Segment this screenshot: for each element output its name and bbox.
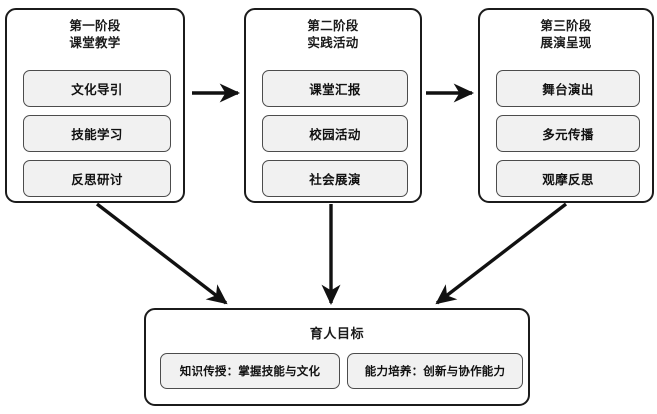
stage-3-subheading: 展演呈现	[540, 35, 592, 50]
stage-3-item-2-label: 多元传播	[542, 127, 594, 142]
stage-2-item-1-label: 课堂汇报	[309, 82, 361, 97]
stage-2-item-2[interactable]: 校园活动	[262, 115, 408, 152]
stage-1-subheading: 课堂教学	[69, 35, 121, 50]
stage-3-item-2[interactable]: 多元传播	[496, 115, 640, 152]
goal-item-2[interactable]: 能力培养：创新与协作能力	[347, 353, 523, 389]
stage-1-item-2-label: 技能学习	[71, 127, 123, 142]
stage-1-header: 第一阶段 课堂教学	[7, 17, 183, 51]
arrow-stage1-to-goal	[95, 202, 228, 305]
stage-2-heading: 第二阶段	[307, 18, 359, 33]
stage-box-3[interactable]: 第三阶段 展演呈现 舞台演出 多元传播 观摩反思	[478, 8, 654, 203]
stage-2-subheading: 实践活动	[307, 35, 359, 50]
stage-3-header: 第三阶段 展演呈现	[480, 17, 652, 51]
goal-item-1-label: 知识传授：掌握技能与文化	[179, 364, 321, 378]
stage-3-item-1[interactable]: 舞台演出	[496, 70, 640, 107]
goal-box[interactable]: 育人目标 知识传授：掌握技能与文化 能力培养：创新与协作能力	[144, 308, 530, 406]
stage-1-heading: 第一阶段	[69, 18, 121, 33]
stage-box-1[interactable]: 第一阶段 课堂教学 文化导引 技能学习 反思研讨	[5, 8, 185, 203]
goal-item-2-label: 能力培养：创新与协作能力	[364, 364, 506, 378]
goal-item-1[interactable]: 知识传授：掌握技能与文化	[160, 353, 340, 389]
stage-1-item-2[interactable]: 技能学习	[23, 115, 171, 152]
goal-title: 育人目标	[309, 327, 365, 342]
stage-1-item-3[interactable]: 反思研讨	[23, 160, 171, 197]
stage-3-item-3[interactable]: 观摩反思	[496, 160, 640, 197]
stage-2-item-2-label: 校园活动	[309, 127, 361, 142]
stage-1-item-3-label: 反思研讨	[71, 172, 123, 187]
stage-3-item-3-label: 观摩反思	[542, 172, 594, 187]
stage-3-heading: 第三阶段	[540, 18, 592, 33]
stage-2-item-3[interactable]: 社会展演	[262, 160, 408, 197]
arrow-stage3-to-goal	[435, 202, 568, 305]
stage-1-item-1[interactable]: 文化导引	[23, 70, 171, 107]
stage-2-item-3-label: 社会展演	[309, 172, 361, 187]
stage-2-item-1[interactable]: 课堂汇报	[262, 70, 408, 107]
stage-3-item-1-label: 舞台演出	[542, 82, 594, 97]
stage-2-header: 第二阶段 实践活动	[246, 17, 420, 51]
stage-box-2[interactable]: 第二阶段 实践活动 课堂汇报 校园活动 社会展演	[244, 8, 422, 203]
stage-1-item-1-label: 文化导引	[71, 82, 123, 97]
